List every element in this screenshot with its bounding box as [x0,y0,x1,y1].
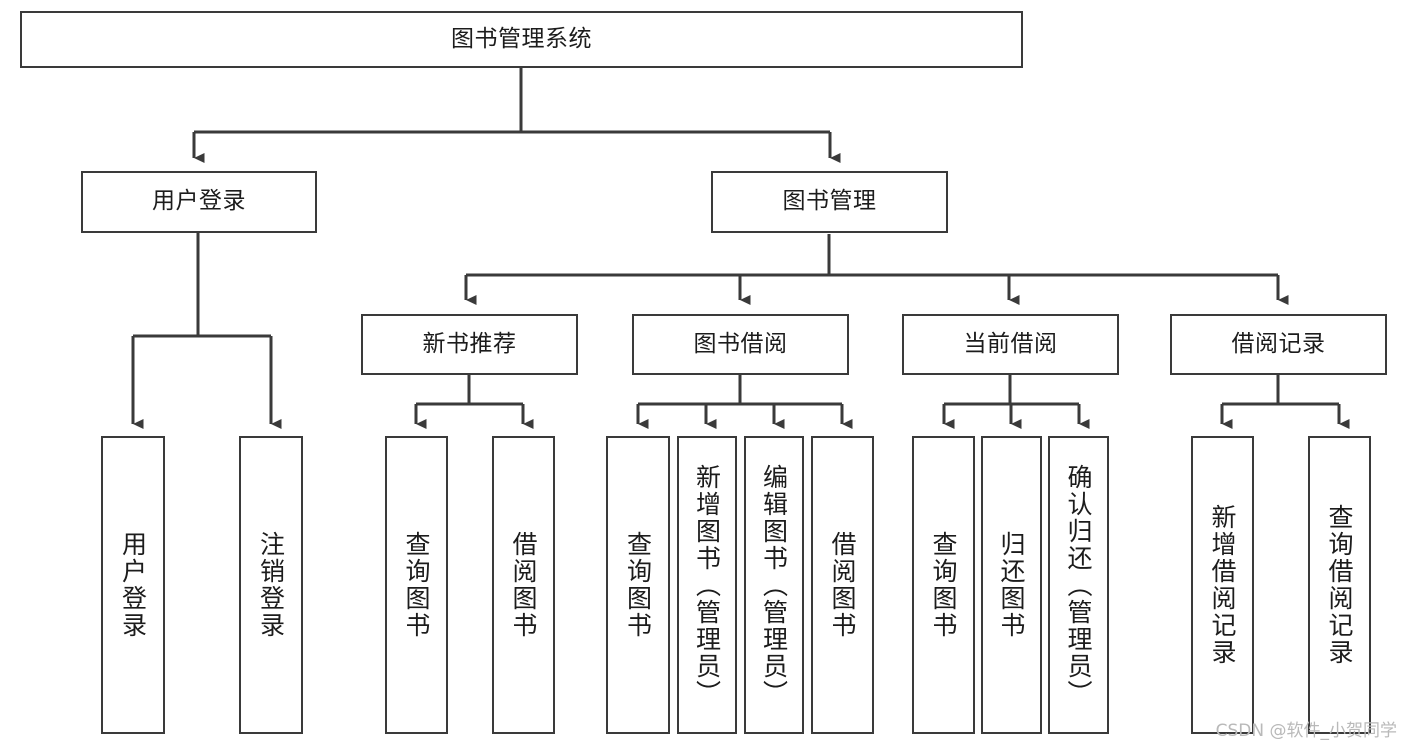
node-label: 新增借阅记录 [1208,504,1237,666]
node-root-book-management-system[interactable]: 图书管理系统 [20,11,1023,68]
node-label: 查询图书 [929,531,958,639]
node-user-login[interactable]: 用户登录 [81,171,317,233]
node-label: 查询图书 [623,531,653,639]
leaf-new-book-query-book[interactable]: 查询图书 [385,436,448,734]
watermark: CSDN @软件_小贺同学 [1215,721,1397,741]
node-label: 用户登录 [152,188,246,215]
node-label: 编辑图书（管理员） [759,463,789,707]
leaf-user-login-login[interactable]: 用户登录 [101,436,165,734]
node-label: 借阅图书 [828,531,857,639]
node-label: 确认归还（管理员） [1064,463,1093,707]
node-current-borrow[interactable]: 当前借阅 [902,314,1119,375]
leaf-book-borrow-borrow-book[interactable]: 借阅图书 [811,436,874,734]
leaf-current-borrow-confirm-return-admin[interactable]: 确认归还（管理员） [1048,436,1109,734]
node-label: 借阅图书 [509,531,538,639]
leaf-borrow-record-add-record[interactable]: 新增借阅记录 [1191,436,1254,734]
leaf-current-borrow-return-book[interactable]: 归还图书 [981,436,1042,734]
node-label: 用户登录 [118,531,148,639]
leaf-book-borrow-add-book-admin[interactable]: 新增图书（管理员） [677,436,737,734]
node-book-borrow[interactable]: 图书借阅 [632,314,849,375]
node-label: 新书推荐 [422,330,517,357]
node-label: 当前借阅 [963,330,1058,357]
node-label: 查询借阅记录 [1325,504,1354,666]
leaf-book-borrow-edit-book-admin[interactable]: 编辑图书（管理员） [744,436,804,734]
node-label: 注销登录 [256,531,286,639]
node-label: 图书管理 [782,188,877,215]
node-book-management[interactable]: 图书管理 [711,171,948,233]
leaf-user-login-logout[interactable]: 注销登录 [239,436,303,734]
leaf-borrow-record-query-record[interactable]: 查询借阅记录 [1308,436,1371,734]
node-borrow-record[interactable]: 借阅记录 [1170,314,1387,375]
node-new-book-recommend[interactable]: 新书推荐 [361,314,578,375]
leaf-current-borrow-query-book[interactable]: 查询图书 [912,436,975,734]
node-label: 图书管理系统 [451,25,592,52]
leaf-new-book-borrow-book[interactable]: 借阅图书 [492,436,555,734]
node-label: 借阅记录 [1231,330,1326,357]
node-label: 归还图书 [997,531,1026,639]
leaf-book-borrow-query-book[interactable]: 查询图书 [606,436,670,734]
node-label: 查询图书 [402,531,431,639]
node-label: 新增图书（管理员） [692,463,722,707]
node-label: 图书借阅 [693,330,788,357]
